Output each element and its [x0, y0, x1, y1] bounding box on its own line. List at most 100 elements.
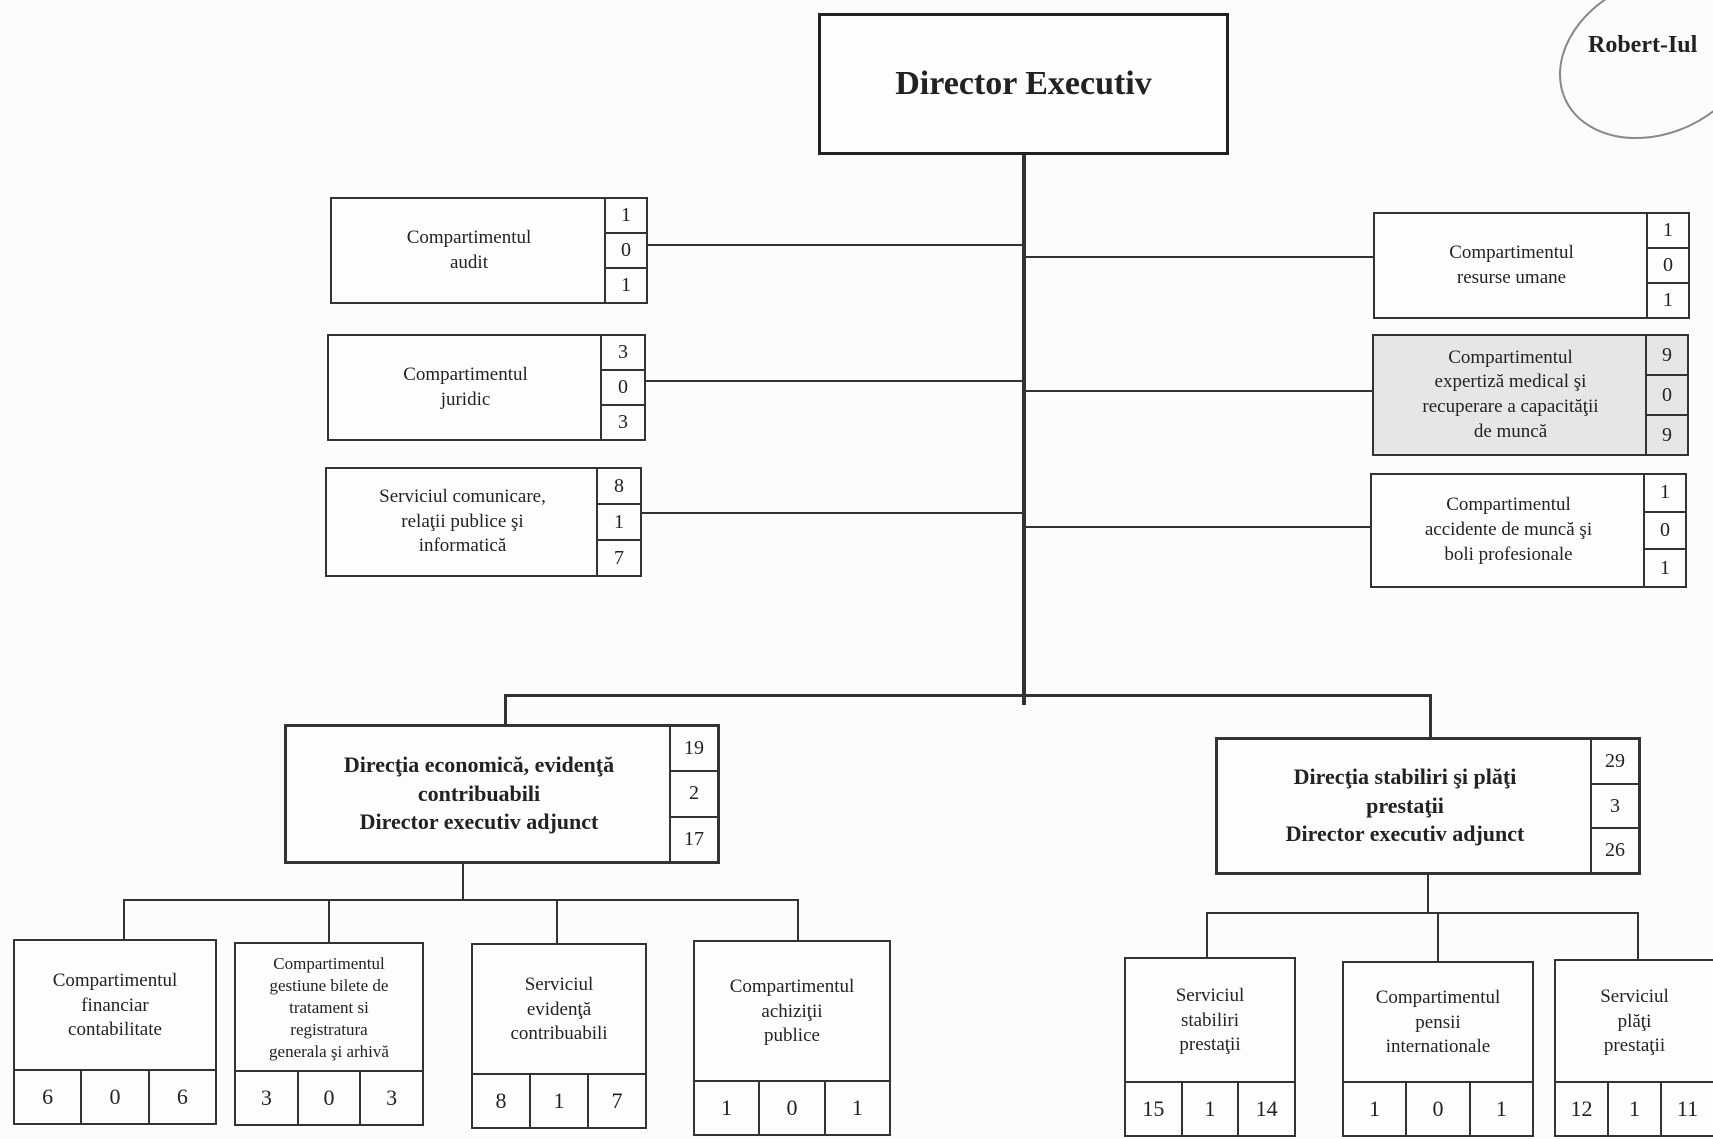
- directorate-label: Direcţia economică, evidenţă contribuabi…: [343, 752, 615, 835]
- dir1-stem: [1427, 873, 1429, 913]
- connector-left-1: [646, 380, 1024, 382]
- unit-count-execution: 1: [1468, 1083, 1532, 1135]
- dir0-bus: [123, 899, 799, 901]
- dir1-drop-0: [1206, 912, 1208, 957]
- trunk-line: [1022, 155, 1026, 705]
- unit-label: Compartimentul expertiză medical şi recu…: [1422, 346, 1599, 442]
- unit-count-execution: 1: [1645, 548, 1685, 586]
- unit-count-management: 0: [80, 1071, 147, 1123]
- unit-count-execution: 7: [587, 1075, 645, 1127]
- dir0-drop-0: [123, 899, 125, 939]
- unit-count-management: 0: [1405, 1083, 1468, 1135]
- dir1-unit-pensii-internationale: Compartimentul pensii internationale 1 0…: [1342, 961, 1534, 1137]
- unit-count-execution: 1: [823, 1082, 889, 1134]
- connector-right-2: [1024, 526, 1373, 528]
- directorate-stabiliri-plati: Direcţia stabiliri şi plăţi prestaţii Di…: [1215, 737, 1641, 875]
- directorate-drop-0: [504, 694, 507, 724]
- directorate-count-management: 3: [1592, 782, 1638, 828]
- directorate-count-total: 29: [1605, 749, 1625, 772]
- unit-count-total: 8: [614, 474, 624, 497]
- unit-label: Compartimentul accidente de muncă şi bol…: [1424, 494, 1593, 565]
- dir1-bus: [1206, 912, 1639, 914]
- unit-count-total: 1: [1660, 481, 1670, 504]
- unit-count-total: 1: [621, 204, 631, 226]
- unit-count-management: 1: [598, 503, 640, 539]
- dir1-drop-2: [1637, 912, 1639, 959]
- unit-label: Compartimentul audit: [406, 226, 532, 273]
- unit-count-execution: 6: [147, 1071, 215, 1123]
- directorate-count-execution: 26: [1592, 827, 1638, 872]
- unit-count-management: 0: [1645, 510, 1685, 549]
- unit-count-management: 0: [606, 232, 646, 267]
- unit-count-total: 3: [260, 1085, 272, 1110]
- dir0-unit-gestiune-bilete: Compartimentul gestiune bilete de tratam…: [234, 942, 424, 1126]
- stamp-seal: [1532, 0, 1713, 170]
- dir1-unit-plati-prestatii: Serviciul plăţi prestaţii 12 1 11: [1554, 959, 1713, 1137]
- unit-count-management: 0: [1647, 374, 1687, 414]
- unit-count-execution: 9: [1647, 414, 1687, 454]
- dir0-drop-1: [328, 899, 330, 942]
- unit-count-total: 8: [495, 1088, 507, 1113]
- unit-count-management: 0: [1648, 247, 1688, 282]
- unit-label: Serviciul evidenţă contribuabili: [510, 973, 608, 1045]
- dir1-drop-1: [1437, 912, 1439, 961]
- right-unit-resurse-umane: Compartimentul resurse umane 1 0 1: [1373, 212, 1690, 319]
- unit-count-execution: 1: [606, 267, 646, 302]
- dir0-unit-achizitii-publice: Compartimentul achiziţii publice 1 0 1: [693, 940, 891, 1136]
- left-unit-comunicare: Serviciul comunicare, relaţii publice şi…: [325, 467, 642, 577]
- root-title: Director Executiv: [895, 65, 1152, 102]
- unit-label: Compartimentul financiar contabilitate: [52, 969, 178, 1041]
- unit-count-total: 1: [1369, 1096, 1381, 1121]
- unit-count-total: 15: [1142, 1096, 1165, 1121]
- right-unit-accidente-munca: Compartimentul accidente de muncă şi bol…: [1370, 473, 1687, 588]
- unit-count-total: 1: [721, 1095, 733, 1120]
- unit-count-management: 0: [296, 1072, 360, 1124]
- unit-count-total: 6: [42, 1084, 54, 1109]
- unit-label: Compartimentul juridic: [403, 363, 528, 410]
- dir1-unit-stabiliri-prestatii: Serviciul stabiliri prestaţii 15 1 14: [1124, 957, 1296, 1137]
- unit-count-total: 9: [1662, 343, 1672, 366]
- unit-count-execution: 11: [1660, 1083, 1713, 1135]
- stamp-signature-text: Robert-Iul: [1588, 32, 1698, 58]
- dir0-drop-2: [556, 899, 558, 943]
- directorate-count-execution: 17: [671, 815, 717, 861]
- root-node-director: Director Executiv: [818, 13, 1229, 155]
- unit-count-execution: 7: [598, 539, 640, 575]
- unit-count-total: 3: [618, 341, 628, 363]
- connector-left-0: [648, 244, 1024, 246]
- connector-left-2: [642, 512, 1024, 514]
- unit-count-execution: 1: [1648, 282, 1688, 317]
- directorate-economica: Direcţia economică, evidenţă contribuabi…: [284, 724, 720, 864]
- unit-count-management: 1: [529, 1075, 587, 1127]
- directorate-bus-line: [504, 694, 1432, 697]
- unit-count-management: 1: [1607, 1083, 1660, 1135]
- unit-count-management: 0: [758, 1082, 823, 1134]
- unit-count-total: 12: [1570, 1096, 1593, 1121]
- left-unit-juridic: Compartimentul juridic 3 0 3: [327, 334, 646, 441]
- unit-label: Compartimentul resurse umane: [1449, 241, 1574, 288]
- unit-count-execution: 14: [1237, 1083, 1294, 1135]
- right-unit-expertiza-medicala: Compartimentul expertiză medical şi recu…: [1372, 334, 1689, 456]
- unit-label: Compartimentul gestiune bilete de tratam…: [269, 953, 389, 1062]
- connector-right-1: [1024, 390, 1374, 392]
- unit-count-management: 1: [1180, 1083, 1238, 1135]
- unit-label: Serviciul plăţi prestaţii: [1600, 985, 1669, 1057]
- unit-count-execution: 3: [359, 1072, 422, 1124]
- dir0-unit-financiar: Compartimentul financiar contabilitate 6…: [13, 939, 217, 1125]
- left-unit-audit: Compartimentul audit 1 0 1: [330, 197, 648, 304]
- directorate-count-management: 2: [671, 770, 717, 815]
- unit-label: Serviciul comunicare, relaţii publice şi…: [379, 485, 546, 557]
- directorate-count-total: 19: [684, 737, 704, 760]
- unit-label: Serviciul stabiliri prestaţii: [1175, 984, 1245, 1056]
- unit-count-total: 1: [1663, 219, 1673, 241]
- unit-label: Compartimentul achiziţii publice: [729, 975, 855, 1047]
- connector-right-0: [1024, 256, 1374, 258]
- directorate-label: Direcţia stabiliri şi plăţi prestaţii Di…: [1285, 764, 1525, 847]
- unit-count-management: 0: [602, 369, 644, 404]
- unit-count-execution: 3: [602, 404, 644, 439]
- directorate-drop-1: [1429, 694, 1432, 738]
- dir0-unit-evidenta-contribuabili: Serviciul evidenţă contribuabili 8 1 7: [471, 943, 647, 1129]
- dir0-drop-3: [797, 899, 799, 940]
- unit-label: Compartimentul pensii internationale: [1375, 986, 1501, 1058]
